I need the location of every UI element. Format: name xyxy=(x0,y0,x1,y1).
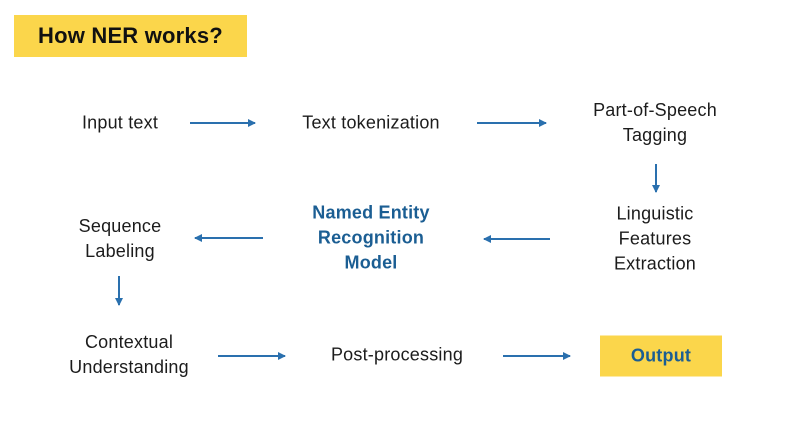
node-pos-tagging: Part-of-Speech Tagging xyxy=(593,100,717,145)
node-input-text: Input text xyxy=(81,112,159,133)
node-sequence-labeling: Sequence Labeling xyxy=(78,216,162,261)
node-linguistic-features: Linguistic Features Extraction xyxy=(613,203,697,274)
node-post-processing: Post-processing xyxy=(330,344,464,365)
node-output: Output xyxy=(600,335,722,377)
node-ner-model: Named Entity Recognition Model xyxy=(312,202,430,273)
node-text-tokenization: Text tokenization xyxy=(302,112,440,133)
node-contextual-understanding: Contextual Understanding xyxy=(69,332,189,377)
diagram-title: How NER works? xyxy=(14,15,247,57)
